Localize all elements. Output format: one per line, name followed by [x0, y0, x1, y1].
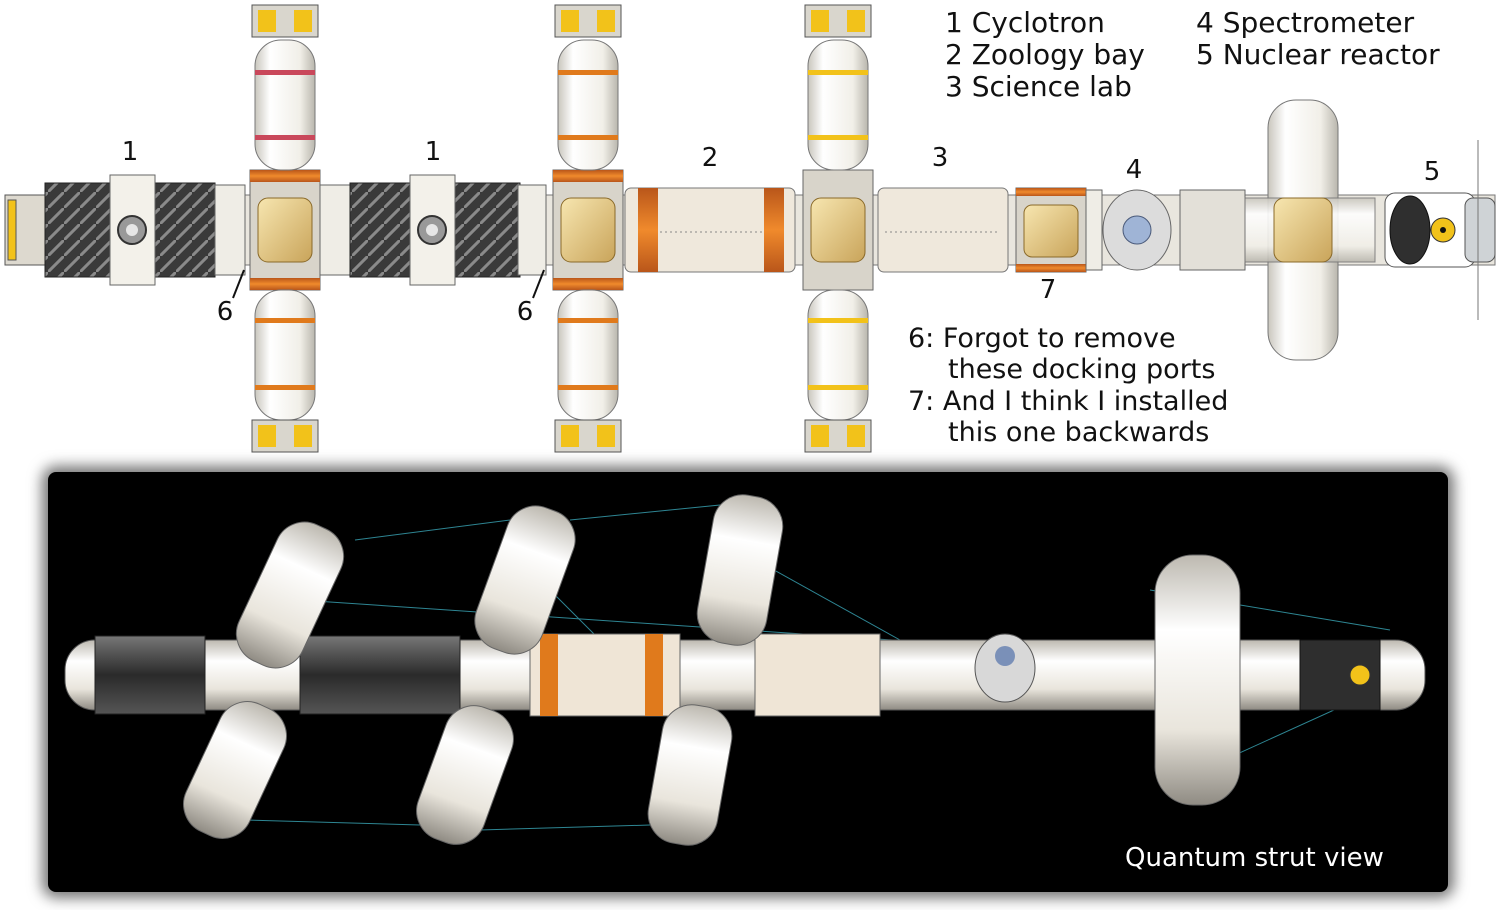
label-docking-port-b: 6 [517, 297, 534, 327]
legend-item-nuclear-reactor: 5 Nuclear reactor [1196, 38, 1440, 71]
end-docking-port [4, 194, 46, 266]
label-backwards-module: 7 [1040, 275, 1057, 305]
label-docking-port-a: 6 [217, 297, 234, 327]
spectrometer-module [1102, 189, 1172, 271]
note-6-line-1: 6: Forgot to remove [908, 323, 1176, 354]
radial-tank-down-3 [804, 289, 872, 453]
legend-item-zoology-bay: 2 Zoology bay [945, 38, 1145, 71]
science-lab-module [877, 187, 1009, 273]
bottom-caption: Quantum strut view [1125, 843, 1384, 873]
legend-item-cyclotron: 1 Cyclotron [945, 6, 1105, 39]
radial-tank-down [251, 289, 319, 453]
habitat-module [1179, 99, 1376, 361]
label-spectrometer: 4 [1126, 155, 1143, 185]
docking-port-6a [214, 184, 246, 276]
radial-tank-up-2 [554, 4, 622, 171]
docking-port-6b [517, 184, 547, 276]
note-6-line-2: these docking ports [948, 354, 1215, 385]
perspective-arm-2 [416, 505, 576, 845]
pointer-docking-port-a [232, 269, 245, 299]
label-cyclotron-b: 1 [425, 137, 442, 167]
radial-tank-down-2 [554, 289, 622, 453]
label-cyclotron-a: 1 [122, 137, 139, 167]
cyclotron-module-b [319, 174, 521, 286]
hub-node-1 [249, 169, 321, 291]
station-top-view: 1 1 2 3 4 5 6 6 7 1 Cyclotron 2 Zoology … [4, 4, 1496, 453]
nuclear-reactor-module [1384, 140, 1496, 320]
label-science-lab: 3 [932, 143, 949, 173]
pointer-docking-port-b [532, 269, 545, 299]
legend-item-science-lab: 3 Science lab [945, 70, 1132, 103]
backwards-module [1015, 187, 1103, 273]
zoology-bay-module [624, 187, 796, 273]
note-7-line-2: this one backwards [948, 417, 1209, 448]
perspective-habitat [1154, 554, 1241, 806]
radial-tank-up-3 [804, 4, 872, 171]
label-zoology-bay: 2 [702, 143, 719, 173]
perspective-arm-1 [183, 521, 345, 839]
note-7-line-1: 7: And I think I installed [908, 386, 1228, 417]
radial-tank-up [251, 4, 319, 171]
hub-node-2 [552, 169, 624, 291]
perspective-arm-3 [647, 494, 784, 846]
legend-item-spectrometer: 4 Spectrometer [1196, 6, 1415, 39]
perspective-spine [64, 633, 1426, 717]
label-nuclear-reactor: 5 [1424, 157, 1441, 187]
hub-node-3 [802, 169, 874, 291]
